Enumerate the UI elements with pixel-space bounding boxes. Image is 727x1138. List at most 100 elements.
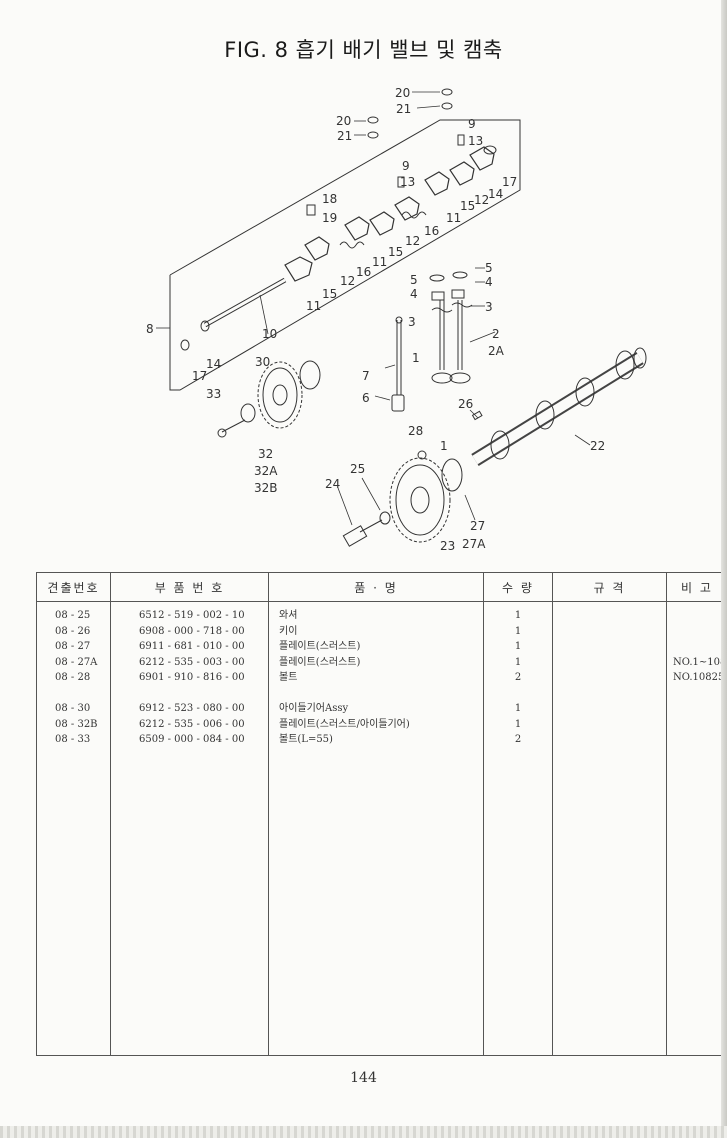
table-cell: 08 - 27	[55, 641, 91, 652]
callout-32B: 32B	[254, 481, 278, 495]
callout-32A: 32A	[254, 464, 278, 478]
table-cell: 키이	[279, 625, 298, 637]
rocker-assembly-outline	[169, 119, 521, 391]
table-cell: 1	[514, 610, 522, 621]
callout-21: 21	[396, 102, 411, 116]
table-cell: 1	[514, 641, 522, 652]
callout-12: 12	[474, 193, 489, 207]
table-cell	[673, 639, 726, 655]
part-number-column: 6512 - 519 - 002 - 10 6908 - 000 - 718 -…	[110, 601, 269, 1056]
table-cell: 6509 - 000 - 084 - 00	[139, 734, 245, 745]
table-cell	[673, 701, 726, 717]
callout-30: 30	[255, 355, 270, 369]
table-cell	[485, 686, 551, 702]
callout-3: 3	[485, 300, 493, 314]
table-cell: 와셔	[279, 610, 298, 621]
callout-12: 12	[340, 274, 355, 288]
scan-bottom-edge	[0, 1126, 727, 1138]
table-cell: 플레이트(스러스트/아이들기어)	[279, 718, 410, 730]
table-cell: 08 - 30	[55, 703, 91, 714]
callout-1: 1	[440, 439, 448, 453]
callout-11: 11	[306, 299, 321, 313]
table-cell: 1	[514, 718, 522, 730]
table-cell	[673, 717, 726, 733]
note-column: NO.1~1082 NO.108257-	[666, 601, 727, 1056]
col-header-part-name: 품 · 명	[268, 572, 484, 602]
table-header-row: 견출번호 부 품 번 호 품 · 명 수 량 규 격 비 고	[36, 572, 727, 602]
part-name-column: 와셔 키이 플레이트(스러스트) 플레이트(스러스트) 볼트 아이들기어Assy…	[268, 601, 484, 1056]
callout-13: 13	[468, 134, 483, 148]
table-cell: 1	[514, 703, 522, 714]
ref-column: 08 - 25 08 - 26 08 - 27 08 - 27A 08 - 28…	[36, 601, 111, 1056]
callout-16: 16	[424, 224, 439, 238]
callout-13: 13	[400, 175, 415, 189]
callout-11: 11	[372, 255, 387, 269]
callout-22: 22	[590, 439, 605, 453]
callout-26: 26	[458, 397, 473, 411]
callout-27: 27	[470, 519, 485, 533]
camshaft	[471, 347, 647, 466]
callout-27A: 27A	[462, 537, 486, 551]
callout-6: 6	[362, 391, 370, 405]
callout-15: 15	[322, 287, 337, 301]
page-number: 144	[350, 1070, 377, 1086]
callout-21: 21	[337, 129, 352, 143]
callout-2A: 2A	[488, 344, 505, 358]
callout-5: 5	[485, 261, 493, 275]
table-cell: 08 - 26	[55, 625, 91, 637]
callout-7: 7	[362, 369, 370, 383]
table-cell: 플레이트(스러스트)	[279, 641, 361, 652]
callout-3: 3	[408, 315, 416, 329]
rocker-arm-group	[284, 146, 495, 282]
table-cell: 6912 - 523 - 080 - 00	[139, 703, 245, 714]
callout-14: 14	[488, 187, 503, 201]
callout-14: 14	[206, 357, 221, 371]
callout-9: 9	[402, 159, 410, 173]
callout-15: 15	[460, 199, 475, 213]
table-cell: 6512 - 519 - 002 - 10	[139, 610, 245, 621]
table-cell: 6911 - 681 - 010 - 00	[139, 641, 245, 652]
table-cell: 08 - 28	[55, 672, 91, 683]
col-header-quantity: 수 량	[483, 572, 553, 602]
table-cell: 플레이트(스러스트)	[279, 656, 361, 668]
table-cell: 2	[514, 734, 522, 745]
table-cell: 볼트	[279, 672, 298, 683]
col-header-part-number: 부 품 번 호	[110, 572, 269, 602]
callout-8: 8	[146, 322, 154, 336]
callout-19: 19	[322, 211, 337, 225]
callout-4: 4	[485, 275, 493, 289]
callout-25: 25	[350, 462, 365, 476]
table-cell	[139, 686, 267, 702]
table-cell: 08 - 33	[55, 734, 91, 745]
table-cell	[55, 686, 109, 702]
table-cell: 1	[514, 656, 522, 668]
table-cell: 6212 - 535 - 003 - 00	[139, 656, 245, 668]
table-cell: 08 - 27A	[55, 656, 98, 668]
table-cell: NO.108257-	[673, 672, 727, 683]
col-header-ref: 견출번호	[36, 572, 111, 602]
callout-12: 12	[405, 234, 420, 248]
callout-18: 18	[322, 192, 337, 206]
table-cell	[673, 732, 726, 748]
callout-5: 5	[410, 273, 418, 287]
callout-9: 9	[468, 117, 476, 131]
callout-1: 1	[412, 351, 420, 365]
cam-gear	[389, 457, 463, 543]
table-body: 08 - 25 08 - 26 08 - 27 08 - 27A 08 - 28…	[36, 601, 727, 1056]
table-cell	[673, 624, 726, 640]
table-cell: 2	[514, 672, 522, 683]
callout-11: 11	[446, 211, 461, 225]
callout-17: 17	[502, 175, 517, 189]
table-cell: NO.1~1082	[673, 656, 727, 668]
callout-20: 20	[336, 114, 351, 128]
quantity-column: 1 1 1 1 2 1 1 2	[483, 601, 553, 1056]
exploded-parts-diagram: 20 21 20 21 9 13 9 13 17 14 12 15 11 16 …	[146, 86, 647, 553]
idle-gear	[257, 360, 321, 429]
callout-23: 23	[440, 539, 455, 553]
callout-17: 17	[192, 369, 207, 383]
scan-edge-shadow	[721, 0, 727, 1138]
callout-32: 32	[258, 447, 273, 461]
callout-28: 28	[408, 424, 423, 438]
callout-4: 4	[410, 287, 418, 301]
table-cell	[673, 686, 726, 702]
